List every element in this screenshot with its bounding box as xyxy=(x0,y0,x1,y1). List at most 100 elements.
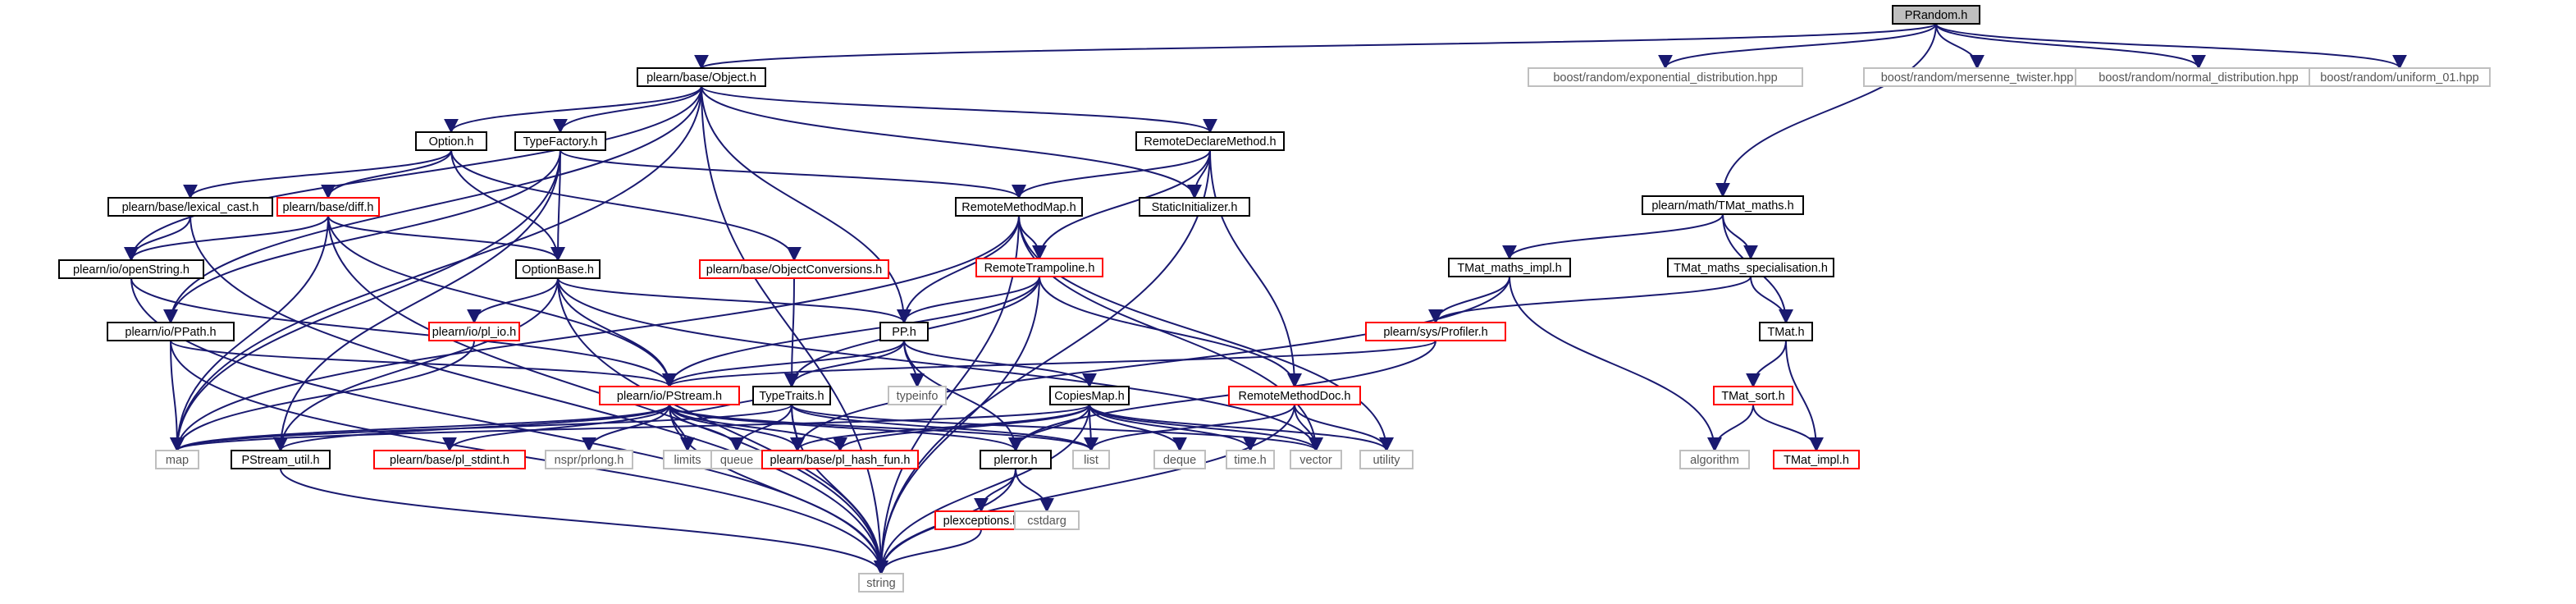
node-label: StaticInitializer.h xyxy=(1152,201,1238,214)
node-box xyxy=(1892,5,1980,25)
node-plearn-io-pstream-h: plearn/io/PStream.h xyxy=(599,386,740,405)
node-label: boost/random/normal_distribution.hpp xyxy=(2099,71,2298,85)
node-label: plearn/io/PStream.h xyxy=(617,390,722,403)
node-label: time.h xyxy=(1234,454,1267,467)
edge-pplpath-to-pstream xyxy=(170,340,677,388)
node-box xyxy=(155,450,199,469)
node-label: vector xyxy=(1299,454,1332,467)
node-label: RemoteDeclareMethod.h xyxy=(1144,135,1276,149)
node-label: nspr/prlong.h xyxy=(555,454,624,467)
edge-remotemethoddoc-to-vector xyxy=(1294,404,1323,452)
edge-typefactory-to-map xyxy=(170,149,561,452)
edge-typefactory-to-remotemethodmap xyxy=(560,149,1026,199)
node-box xyxy=(879,322,929,341)
node-box xyxy=(1759,322,1813,341)
node-box xyxy=(1667,258,1834,277)
node-vector: vector xyxy=(1290,450,1342,469)
edge-option-to-lexicalcast xyxy=(183,149,452,199)
node-label: TypeFactory.h xyxy=(523,135,598,149)
node-box xyxy=(1290,450,1342,469)
edge-plerror-to-cstdarg xyxy=(1015,468,1054,513)
node-time-h: time.h xyxy=(1226,450,1275,469)
edge-remotetrampoline-to-remotemethoddoc xyxy=(1039,276,1302,388)
node-box xyxy=(1528,67,1803,87)
node-box xyxy=(415,131,487,151)
edge-prandom-to-boost_exp xyxy=(1658,23,1937,70)
node-box xyxy=(1226,450,1275,469)
node-box xyxy=(428,322,520,341)
node-remotetrampoline-h: RemoteTrampoline.h xyxy=(975,258,1103,277)
node-typeinfo: typeinfo xyxy=(888,386,947,405)
header-nodes: PRandom.h plearn/base/Object.h boost/rando… xyxy=(58,5,2491,593)
node-cstdarg: cstdarg xyxy=(1014,510,1080,530)
node-label: plearn/math/TMat_maths.h xyxy=(1651,199,1793,213)
edge-pstream-to-list xyxy=(669,404,1098,452)
node-label: limits xyxy=(674,454,701,467)
node-label: PP.h xyxy=(892,326,916,339)
edge-pstream-to-plhash xyxy=(669,404,847,452)
edge-object-to-string xyxy=(701,85,888,575)
node-tmat-sort-h: TMat_sort.h xyxy=(1713,386,1793,405)
node-label: PRandom.h xyxy=(1905,9,1968,22)
edge-lexicalcast-to-openstring xyxy=(124,215,191,262)
edge-remotemethodmap-to-map xyxy=(170,215,1020,452)
node-plearn-sys-profiler-h: plearn/sys/Profiler.h xyxy=(1365,322,1506,341)
node-deque: deque xyxy=(1153,450,1206,469)
edge-typetraits-to-string xyxy=(791,404,888,575)
node-box xyxy=(231,450,331,469)
node-prandom-h: PRandom.h xyxy=(1892,5,1980,25)
node-label: RemoteMethodDoc.h xyxy=(1238,390,1350,403)
edge-pp-to-pstream xyxy=(662,340,905,388)
node-typefactory-h: TypeFactory.h xyxy=(514,131,606,151)
node-label: plearn/base/Object.h xyxy=(646,71,756,85)
edge-diff-to-pstream xyxy=(327,215,677,388)
node-typetraits-h: TypeTraits.h xyxy=(752,386,831,405)
edge-optionbase-to-pp xyxy=(557,277,911,324)
dependency-edges xyxy=(124,23,2407,575)
edge-copiesmap-to-timeh xyxy=(1089,404,1258,452)
node-label: CopiesMap.h xyxy=(1054,390,1124,403)
edge-pstreamutil-to-string xyxy=(280,468,888,575)
node-string: string xyxy=(858,573,904,593)
edge-remotemethoddoc-to-string xyxy=(874,404,1295,575)
node-label: plearn/base/pl_stdint.h xyxy=(390,454,509,467)
edge-tmatmathsimpl-to-algorithm xyxy=(1509,276,1722,452)
edge-tmatmathsspec-to-tmat xyxy=(1750,276,1793,324)
edge-prandom-to-boost_uni xyxy=(1935,23,2407,70)
node-label: algorithm xyxy=(1690,454,1739,467)
node-box xyxy=(545,450,633,469)
node-boost-random-normal-distribution-hpp: boost/random/normal_distribution.hpp xyxy=(2075,67,2323,87)
node-plearn-io-ppath-h: plearn/io/PPath.h xyxy=(107,322,235,341)
edge-remotetrampoline-to-string xyxy=(874,276,1040,575)
node-box xyxy=(955,197,1083,217)
node-plearn-base-object-h: plearn/base/Object.h xyxy=(637,67,766,87)
node-label: TypeTraits.h xyxy=(759,390,824,403)
node-label: OptionBase.h xyxy=(522,263,594,277)
edge-object-to-staticinit xyxy=(701,85,1202,199)
node-remotemethodmap-h: RemoteMethodMap.h xyxy=(955,197,1083,217)
node-boost-random-uniform-01-hpp: boost/random/uniform_01.hpp xyxy=(2309,67,2491,87)
edge-tmatmaths-to-tmatmathsimpl xyxy=(1502,213,1724,260)
node-box xyxy=(1135,131,1285,151)
node-pstream-util-h: PStream_util.h xyxy=(231,450,331,469)
node-label: cstdarg xyxy=(1027,515,1066,528)
node-box xyxy=(699,259,889,279)
edge-pp-to-copiesmap xyxy=(903,340,1097,388)
edge-tmatsort-to-tmatimpl xyxy=(1752,404,1824,452)
edge-remotemethodmap-to-utility xyxy=(1018,215,1394,452)
node-label: boost/random/exponential_distribution.hp… xyxy=(1553,71,1777,85)
node-label: string xyxy=(866,577,895,590)
node-label: TMat_sort.h xyxy=(1721,390,1784,403)
edge-profiler-to-pstream xyxy=(662,340,1436,388)
edge-pstream-to-plstdint xyxy=(442,404,670,452)
edge-plexceptions-to-string xyxy=(874,528,982,575)
node-box xyxy=(1049,386,1130,405)
node-label: map xyxy=(166,454,189,467)
node-box xyxy=(1365,322,1506,341)
edge-openstring-to-pstream xyxy=(130,277,677,388)
node-box xyxy=(1713,386,1793,405)
edge-remotemethodmap-to-pp xyxy=(897,215,1020,324)
node-map: map xyxy=(155,450,199,469)
node-box xyxy=(637,67,766,87)
node-label: RemoteTrampoline.h xyxy=(984,262,1095,275)
